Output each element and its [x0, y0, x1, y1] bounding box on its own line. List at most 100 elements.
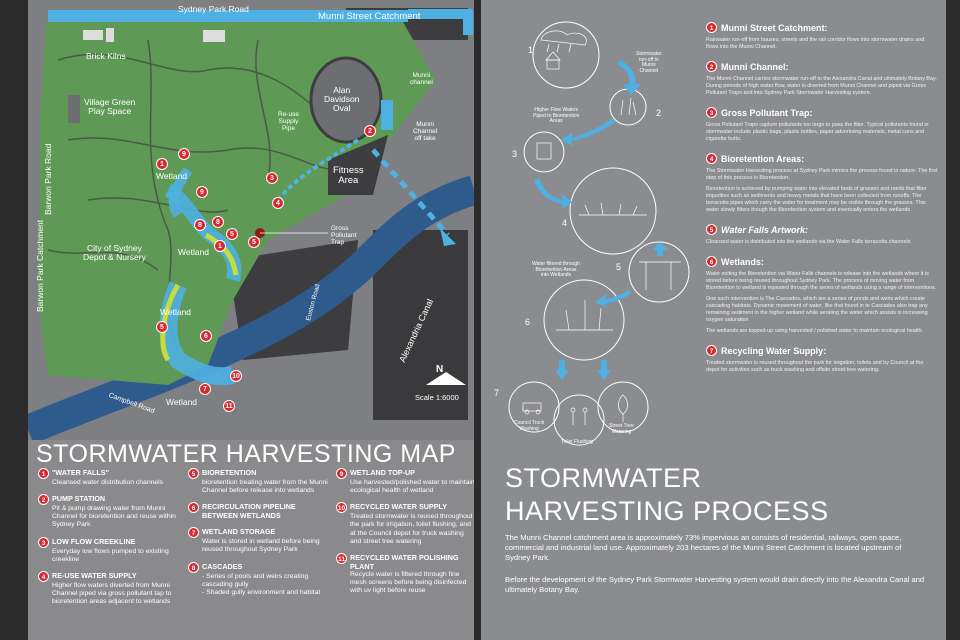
step-number-1: 1 — [528, 45, 534, 55]
process-panel: 1 2 3 4 5 6 7 Stormwater run-off to Munn… — [481, 0, 946, 640]
process-item-head: 6 Wetlands: — [706, 256, 938, 268]
caption-higher-flow: Higher Flow Waters Piped to Bioretention… — [533, 107, 580, 124]
legend-number-badge: 9 — [336, 468, 347, 479]
process-item-text: The Stormwater Harvesting process at Syd… — [706, 168, 938, 182]
legend-number-badge: 5 — [188, 468, 199, 479]
step-circle-7c — [597, 381, 649, 433]
map-marker-6[interactable]: 6 — [200, 330, 212, 342]
process-item-title: Water Falls Artwork: — [721, 224, 809, 235]
label-wetland-2: Wetland — [178, 247, 210, 257]
process-number-badge: 3 — [706, 107, 717, 119]
map-marker-5[interactable]: 5 — [156, 321, 168, 333]
legend-number-badge: 4 — [38, 570, 49, 582]
process-item-text: Treated stormwater is reused throughout … — [706, 360, 924, 374]
process-item-head: 3 Gross Pollutant Trap: — [706, 107, 938, 119]
label-munni-street-catchment: Munni Street Catchment — [318, 11, 421, 22]
legend-item-title: RE-USE WATER SUPPLY — [52, 570, 137, 580]
legend-item-desc: - Series of pools and weirs creating cas… — [202, 572, 321, 596]
process-number-badge: 6 — [706, 256, 717, 268]
step-circle-7b — [553, 394, 605, 446]
road-sydney-park-road: Sydney Park Road — [178, 4, 249, 14]
process-item-head: 1 Munni Street Catchment: — [706, 22, 938, 33]
process-item-text: The Munni Channel carries stormwater run… — [706, 76, 937, 97]
step-number-6: 6 — [525, 317, 531, 327]
legend-item-desc: Recycle water is filtered through fine m… — [350, 570, 467, 595]
label-munni-channel: Munni channel — [410, 72, 433, 86]
legend-item-title: WETLAND STORAGE — [202, 527, 276, 537]
legend-item-desc: bioretention treating water from the Mun… — [202, 479, 328, 495]
legend-item-title: RECIRCULATION PIPELINE BETWEEN WETLANDS — [202, 502, 296, 521]
process-item-title: Munni Channel: — [721, 61, 789, 72]
legend-item-title: WETLAND TOP-UP — [350, 468, 415, 477]
map-marker-2[interactable]: 2 — [364, 125, 376, 137]
step-circle-6 — [543, 279, 625, 361]
scale-label: Scale 1:6000 — [415, 393, 459, 402]
process-item-text: Water exiting the Bioretention via Water… — [706, 271, 937, 292]
industrial-block — [373, 230, 468, 420]
process-history-paragraph: Before the development of the Sydney Par… — [505, 575, 925, 594]
map-panel: Sydney Park Road Munni Street Catchment … — [28, 0, 474, 640]
map-marker-9b[interactable]: 9 — [178, 148, 190, 160]
map-marker-5b[interactable]: 5 — [226, 228, 238, 240]
process-item-text: Rainwater run-off from houses, streets a… — [706, 37, 925, 51]
process-item-text: Cleansed water is distributed into the w… — [706, 239, 911, 246]
legend-number-badge: 7 — [188, 527, 199, 539]
map-marker-9[interactable]: 9 — [196, 186, 208, 198]
step-number-4: 4 — [562, 218, 568, 228]
map-marker-10[interactable]: 10 — [230, 370, 242, 382]
map-marker-1[interactable]: 1 — [156, 158, 168, 170]
map-marker-8b[interactable]: 8 — [212, 216, 224, 228]
park-map — [28, 0, 474, 440]
map-marker-5c[interactable]: 5 — [248, 236, 260, 248]
munni-channel-top — [48, 10, 408, 22]
step-number-3: 3 — [512, 149, 518, 159]
legend-item-title: RECYCLED WATER SUPPLY — [350, 502, 448, 512]
legend-number-badge: 3 — [38, 536, 49, 548]
step-circle-1 — [532, 21, 600, 89]
legend-item-title: LOW FLOW CREEKLINE — [52, 536, 136, 546]
legend-item-desc: Pit & pump drawing water from Munni Chan… — [52, 505, 176, 529]
legend-number-badge: 11 — [336, 552, 347, 564]
process-item-title: Munni Street Catchment: — [721, 22, 828, 33]
caption-toilet-flushing: Toilet Flushing — [561, 439, 593, 445]
road-barwon-park-catchment: Barwon Park Catchment — [35, 219, 45, 312]
map-marker-4[interactable]: 4 — [272, 197, 284, 209]
process-number-badge: 1 — [706, 22, 717, 33]
step-circle-4 — [569, 167, 657, 255]
map-marker-1b[interactable]: 1 — [214, 240, 226, 252]
legend-item-desc: Use harvested/polished water to maintain… — [350, 479, 474, 495]
label-wetland-4: Wetland — [166, 397, 198, 407]
map-marker-3[interactable]: 3 — [266, 172, 278, 184]
label-munni-channel-offtake: Munni Channel off take — [413, 121, 438, 142]
road-barwon-park-road: Barwon Park Road — [43, 143, 53, 215]
process-item-title: Gross Pollutant Trap: — [721, 107, 813, 118]
label-alan-davidson-oval: Alan Davidson Oval — [324, 85, 360, 113]
process-item-title: Recycling Water Supply: — [721, 345, 827, 356]
label-village-green: Village Green Play Space — [84, 97, 136, 116]
process-number-badge: 4 — [706, 153, 717, 165]
map-marker-11[interactable]: 11 — [223, 400, 235, 412]
process-item-title: Wetlands: — [721, 256, 764, 267]
alexandria-canal — [28, 175, 474, 440]
map-marker-7[interactable]: 7 — [199, 383, 211, 395]
process-diagram — [508, 21, 690, 446]
map-marker-8[interactable]: 8 — [194, 219, 206, 231]
